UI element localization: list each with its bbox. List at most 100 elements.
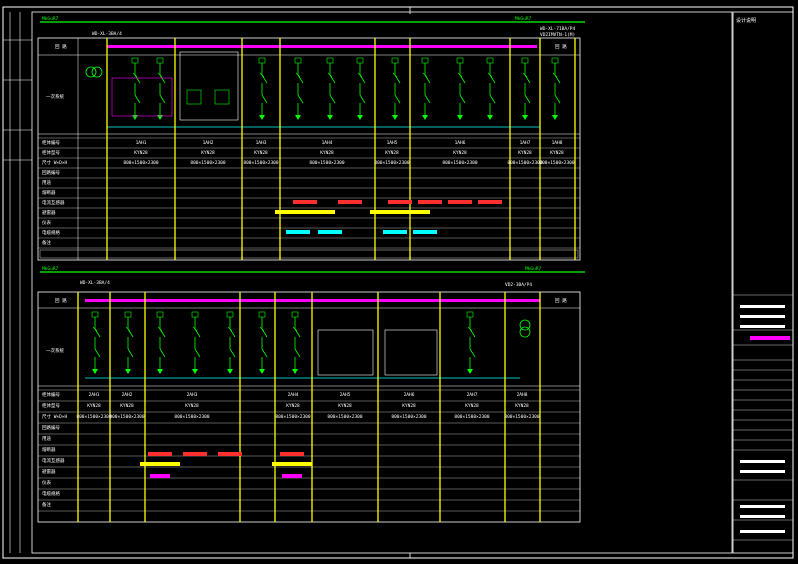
breaker-contact (554, 74, 561, 84)
feeder-branches-2 (91, 311, 531, 376)
arrow-down-icon (192, 369, 198, 374)
cabinet-code: 1AH7 (520, 140, 531, 146)
arrow-down-icon (327, 115, 333, 120)
arrow-down-icon (292, 369, 298, 374)
highlight-value (318, 230, 342, 234)
highlight-value (293, 200, 317, 204)
breaker-contact (229, 328, 236, 338)
breaker-contact (524, 74, 531, 84)
switch-contact (489, 94, 496, 104)
cabinet-code: 2AH7 (467, 392, 478, 398)
breaker-contact (424, 74, 431, 84)
cabinet-code: 2AH1 (89, 392, 100, 398)
busbar-magenta-1 (107, 45, 537, 48)
cabinet-model: KYN28 (518, 150, 532, 156)
title-block (732, 11, 794, 554)
terminal-box (258, 57, 266, 64)
row-label-main-2: 一次系统 (46, 347, 64, 354)
switch-contact (554, 94, 561, 104)
switch-contact (127, 348, 134, 358)
row-label: 电缆规格 (42, 229, 60, 236)
highlight-value (413, 230, 437, 234)
row-label: 用途 (42, 179, 51, 186)
arrow-down-icon (227, 369, 233, 374)
cabinet-dims: 800×1500×2300 (123, 160, 159, 166)
cabinet-model: KYN28 (185, 403, 199, 409)
cabinet-code: 2AH8 (517, 392, 528, 398)
feeder-branches (85, 51, 561, 121)
cabinet-code: 2AH5 (340, 392, 351, 398)
highlight-value (448, 200, 472, 204)
cabinet-model: KYN28 (120, 403, 134, 409)
metering-box (111, 77, 173, 117)
breaker-mark (392, 72, 398, 78)
arrow-down-icon (487, 115, 493, 120)
cabinet-dims: 800×1500×2300 (76, 414, 112, 420)
cabinet-model: KYN28 (87, 403, 101, 409)
terminal-box (391, 57, 399, 64)
cabinet-dims: 800×1500×2300 (174, 414, 210, 420)
terminal-box (486, 57, 494, 64)
terminal-box (466, 311, 474, 318)
header-right-label: 回 路 (555, 43, 567, 50)
transformer-icon (85, 66, 97, 78)
row-label: 熔断器 (42, 446, 56, 453)
breaker-mark (467, 326, 473, 332)
terminal-box (226, 311, 234, 318)
terminal-box (356, 57, 364, 64)
title-block-text-stub (740, 505, 785, 508)
panel-1-frame (37, 37, 581, 261)
breaker-mark (487, 72, 493, 78)
header-left-label: 回 路 (55, 43, 67, 50)
title-block-text-stub (740, 515, 785, 518)
terminal-box (521, 57, 529, 64)
transformer-icon (91, 66, 103, 78)
row-label: 柜体编号 (42, 391, 60, 398)
cabinet-model: KYN28 (254, 150, 268, 156)
highlight-value (370, 210, 430, 214)
row-label: 柜体编号 (42, 139, 60, 146)
terminal-box (258, 311, 266, 318)
transformer-icon (519, 326, 531, 338)
breaker-mark (295, 72, 301, 78)
cabinet-dividers (106, 38, 576, 260)
row-label: 仪表 (42, 219, 51, 226)
title-block-text-stub (740, 530, 785, 533)
cabinet-code: 2AH2 (122, 392, 133, 398)
breaker-contact (489, 74, 496, 84)
cabinet-model: KYN28 (286, 403, 300, 409)
breaker-contact (261, 74, 268, 84)
arrow-down-icon (522, 115, 528, 120)
breaker-mark (552, 72, 558, 78)
arrow-down-icon (552, 115, 558, 120)
arrow-down-icon (457, 115, 463, 120)
breaker-mark (327, 72, 333, 78)
breaker-mark (259, 326, 265, 332)
highlight-value (140, 462, 180, 466)
pt-cabinet-box (179, 51, 239, 121)
terminal-box (291, 311, 299, 318)
row-label: 电流互感器 (42, 457, 65, 464)
cabinet-code: 1AH2 (203, 140, 214, 146)
switch-contact (159, 94, 166, 104)
cabinet-code: 2AH6 (404, 392, 415, 398)
incoming-tag-2: WD-XL-3BA/4 (80, 280, 110, 286)
breaker-contact (294, 328, 301, 338)
arrow-down-icon (422, 115, 428, 120)
pt-cabinet-box (317, 329, 374, 376)
arrow-down-icon (357, 115, 363, 120)
breaker-contact (127, 328, 134, 338)
breaker-contact (459, 74, 466, 84)
highlight-value (286, 230, 310, 234)
cabinet-dims: 800×1500×2300 (374, 160, 410, 166)
highlight-value (150, 474, 170, 478)
title-block-head: 设计说明 (736, 17, 756, 24)
highlight-value (148, 452, 172, 456)
cabinet-dims: 800×1500×2300 (309, 160, 345, 166)
title-block-text-stub (740, 470, 785, 473)
breaker-mark (192, 326, 198, 332)
switch-contact (359, 94, 366, 104)
right-tag: WD-XL-71BA/P4 (540, 26, 576, 32)
